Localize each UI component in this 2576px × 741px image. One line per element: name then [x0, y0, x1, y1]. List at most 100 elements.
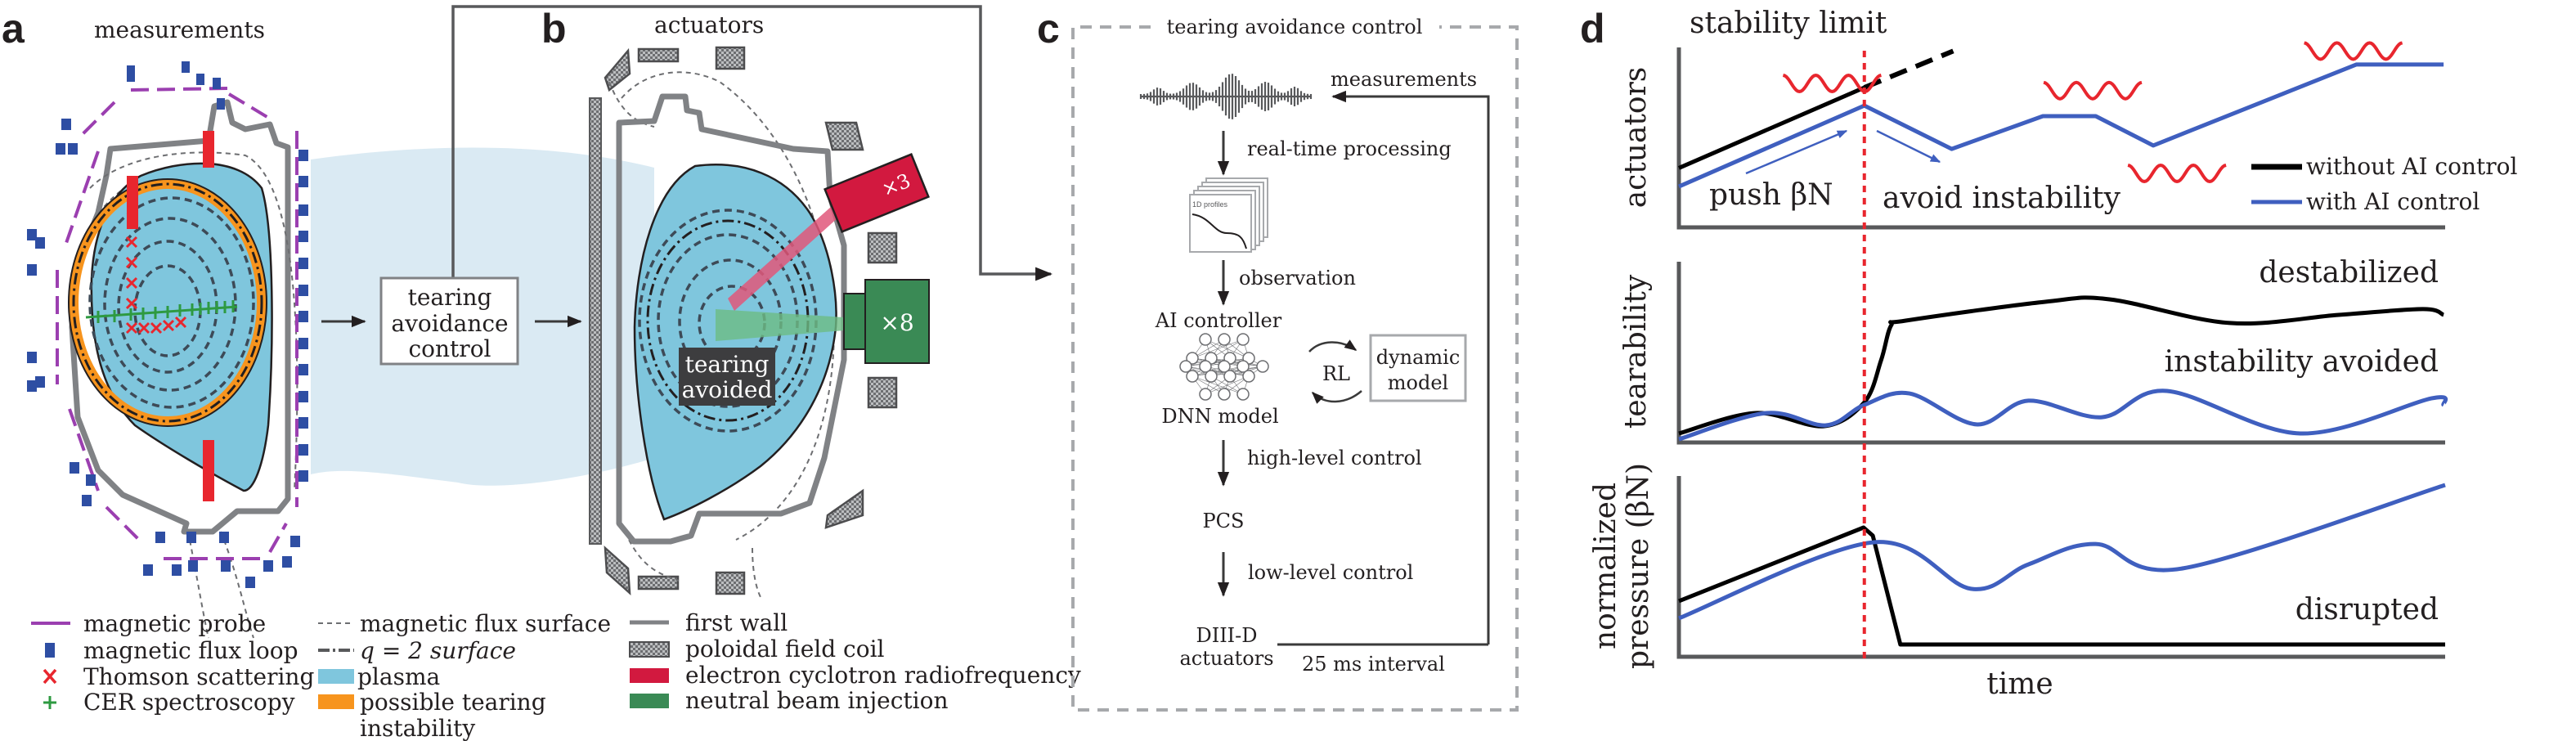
observation-label: observation — [1239, 267, 1356, 290]
legend-label: magnetic probe — [83, 610, 266, 637]
series-without-ai-2 — [1678, 525, 2445, 647]
plasma-a — [90, 162, 273, 492]
panel-c-letter: c — [1037, 6, 1060, 52]
flux-surface — [89, 151, 298, 492]
flux-surface — [220, 531, 254, 639]
nn-node — [1236, 333, 1250, 346]
instability-wave-marker — [2304, 41, 2403, 61]
legend-label: magnetic flux surface — [360, 610, 611, 637]
ylabel-pressure-line2: pressure (βN) — [1622, 463, 1655, 669]
pcs-label: PCS — [1203, 510, 1245, 532]
flux-loop-icon — [45, 643, 55, 658]
annotation-disrupted: disrupted — [2296, 593, 2439, 626]
nn-node — [1186, 352, 1199, 365]
panel-b-title: actuators — [654, 11, 764, 38]
dnn-model-label: DNN model — [1161, 405, 1278, 428]
ech-launcher: ×3 — [824, 153, 930, 233]
annotation-avoid-instability: avoid instability — [1883, 182, 2121, 215]
legend-label: neutral beam injection — [685, 687, 948, 714]
plot-series-layer — [1677, 41, 2448, 647]
nn-edge — [1192, 339, 1244, 359]
ylabel-pressure-line1: normalized — [1589, 483, 1622, 649]
series-without-ai-0 — [1678, 85, 1865, 170]
ech-beam — [728, 200, 846, 311]
panel-d-letter: d — [1580, 6, 1605, 52]
panel-a: a measurements — [2, 6, 611, 741]
nn-node — [1199, 388, 1212, 401]
nbi-neck — [843, 293, 866, 350]
legend-a: magnetic probe magnetic flux loop Thomso… — [31, 610, 611, 741]
legend-with-ai-label: with AI control — [2306, 188, 2480, 215]
tearing-avoidance-frame — [1071, 25, 1519, 712]
plasma-b — [633, 164, 837, 521]
thomson-x-icon — [43, 668, 57, 685]
tearing-swatch-icon — [318, 694, 354, 709]
legend-without-ai-label: without AI control — [2306, 153, 2517, 180]
legend-label: electron cyclotron radiofrequency — [685, 662, 1081, 689]
interval-label: 25 ms interval — [1302, 653, 1445, 676]
panel-a-letter: a — [2, 6, 25, 52]
cer-spectroscopy-markers — [85, 300, 238, 323]
axes-actuators — [1676, 47, 2445, 230]
series-with-ai-1 — [1678, 388, 2448, 442]
magnetic-flux-loops — [27, 61, 308, 588]
nn-node — [1199, 333, 1212, 346]
annotation-push-beta: push βN — [1709, 178, 1833, 212]
legend-label: Thomson scattering — [83, 663, 314, 690]
pf-coil-icon — [629, 641, 670, 658]
cer-plus-icon — [43, 696, 56, 709]
measurement-feedback-line — [1331, 90, 1490, 644]
legend-label: magnetic flux loop — [83, 637, 298, 664]
nn-node — [1186, 370, 1199, 383]
ylabel-tearability: tearability — [1619, 274, 1653, 429]
ai-controller-label: AI controller — [1155, 309, 1282, 332]
nn-node — [1205, 370, 1218, 383]
measurements-label: measurements — [1331, 68, 1477, 91]
thomson-scattering-markers — [125, 131, 214, 501]
annotation-stability-limit: stability limit — [1690, 7, 1887, 40]
nbi-beam — [716, 309, 844, 341]
legend-label: first wall — [685, 609, 788, 636]
panel-b-letter: b — [541, 6, 567, 52]
nn-node — [1218, 388, 1231, 401]
nn-node — [1218, 360, 1231, 373]
rl-arrow-bottom — [1311, 390, 1362, 404]
tearing-outline — [68, 178, 267, 427]
legend-label: q = 2 surface — [360, 637, 516, 664]
legend-label: plasma — [357, 663, 440, 690]
plasma-swatch-icon — [318, 669, 354, 684]
dynamic-model-label: dynamic — [1376, 346, 1461, 369]
legend-label: instability — [360, 715, 475, 741]
legend-label: CER spectroscopy — [83, 689, 295, 716]
diiid-actuators-label: actuators — [1179, 647, 1273, 670]
xlabel-time: time — [1986, 667, 2053, 701]
poloidal-field-coils — [604, 46, 898, 595]
nn-node — [1236, 388, 1250, 401]
nn-node — [1256, 360, 1269, 373]
nn-edge — [1185, 357, 1250, 367]
panel-c-title: tearing avoidance control — [1167, 16, 1423, 38]
nn-node — [1223, 370, 1236, 383]
tearing-avoidance-connector: tearing avoidance control — [321, 5, 1053, 366]
series-with-ai-0 — [1677, 62, 2444, 189]
rl-arrow-top — [1308, 339, 1358, 353]
panel-c: c tearing avoidance control measurements… — [1037, 6, 1519, 712]
profiles-stack-icon: 1D profiles — [1189, 177, 1268, 253]
tearing-avoided-badge — [679, 348, 775, 406]
panel-d: d actuators tearability normalized press… — [1580, 6, 2517, 701]
box-label-line: avoidance — [391, 310, 508, 337]
legend-label: poloidal field coil — [685, 635, 885, 662]
dynamic-model-label: model — [1388, 371, 1448, 394]
dynamic-model-box — [1369, 334, 1467, 402]
legend-b: first wall poloidal field coil electron … — [629, 609, 1081, 714]
series-with-ai-2 — [1678, 483, 2446, 621]
diiid-label: DIII-D — [1196, 624, 1257, 647]
nn-node — [1199, 360, 1212, 373]
panel-a-title: measurements — [94, 16, 265, 43]
box-label-line: tearing — [408, 284, 492, 311]
axes-tearability — [1676, 262, 2445, 445]
nbi-injector — [864, 279, 930, 364]
nn-edge — [1210, 366, 1263, 377]
central-solenoid — [589, 97, 602, 545]
